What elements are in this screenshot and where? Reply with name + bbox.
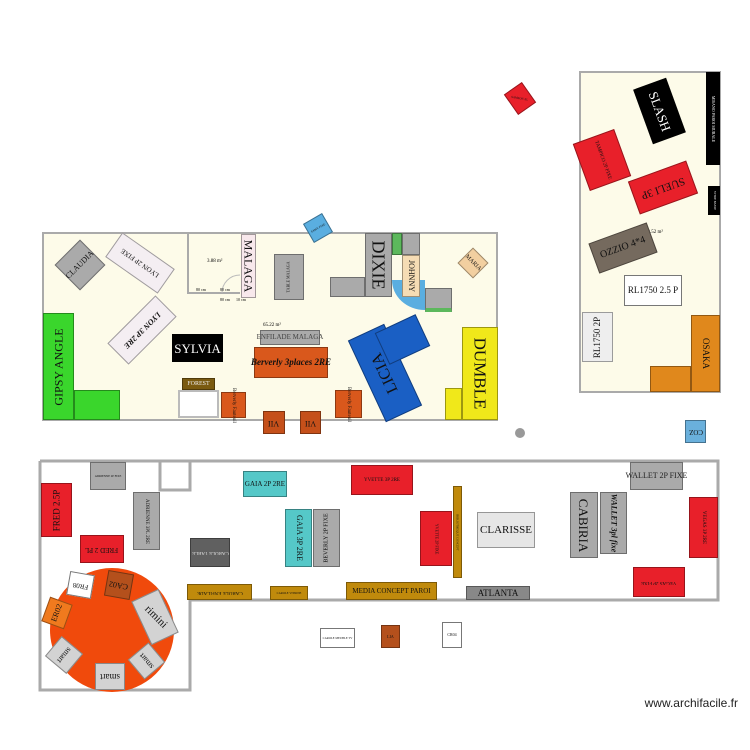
chair-cr04[interactable]: CR04 bbox=[442, 622, 462, 648]
sofa-wallet-3pl[interactable]: WALLET 3pl fixe bbox=[600, 492, 627, 554]
sofa-wallet-2p[interactable]: WALLET 2P FIXE bbox=[626, 462, 687, 490]
sofa-fred-2pl[interactable]: FRED 2 PL bbox=[80, 535, 124, 563]
enfilade-carole[interactable]: CAROLE ENFILADE bbox=[187, 584, 252, 600]
misano-wall[interactable]: MISANO PAROI MURALE bbox=[706, 72, 720, 165]
gray-block-2 bbox=[425, 288, 452, 312]
vitrine-carole[interactable]: CAROLE VITRINE bbox=[270, 586, 308, 600]
table-malaga[interactable]: TABLE MALAGA bbox=[274, 254, 304, 300]
sofa-dixie-ext bbox=[330, 277, 365, 297]
area-small: 3.88 m² bbox=[207, 259, 223, 264]
plant bbox=[515, 428, 525, 438]
sofa-gipsy-angle[interactable]: GIPSY ANGLE bbox=[43, 313, 74, 420]
dim: 80 cm bbox=[220, 287, 230, 292]
malaga[interactable]: MALAGA bbox=[241, 234, 256, 298]
sofa-dumble-ext bbox=[445, 388, 462, 420]
sofa-vegas-2p[interactable]: VEGAS 2P FIXE bbox=[633, 567, 685, 597]
chair-fr08[interactable]: FR08 bbox=[66, 571, 95, 599]
dim: 10 cm bbox=[236, 297, 246, 302]
sofa-yvette-2p[interactable]: YVETTE 2P FIXE bbox=[420, 511, 452, 566]
watermark[interactable]: www.archifacile.fr bbox=[644, 696, 738, 710]
sofa-gaia-3p[interactable]: GAIA 3P 2RE bbox=[285, 509, 312, 567]
sofa-cabiria[interactable]: CABIRIA bbox=[570, 492, 598, 558]
area-right: 58.52 m² bbox=[645, 230, 663, 235]
johnny[interactable]: JOHNNY bbox=[402, 255, 420, 297]
sofa-vegas-3p[interactable]: VEGAS 3P 2RE bbox=[689, 497, 718, 558]
sylvia[interactable]: SYLVIA bbox=[172, 334, 223, 362]
armchair-beverly-1[interactable]: Berverly Fauteuil bbox=[221, 387, 246, 423]
chair-ca02[interactable]: CA02 bbox=[103, 569, 135, 601]
sofa-rl1750-25p[interactable]: RL1750 2.5 P bbox=[624, 275, 682, 306]
enfilade-malaga[interactable]: ENFILADE MALAGA bbox=[257, 330, 323, 345]
sofa-osaka[interactable]: OSAKA bbox=[691, 315, 720, 392]
armchair-beverly-2[interactable]: Berverly Fauteuil bbox=[335, 386, 362, 422]
sofa-rl1750-2p[interactable]: RL1750 2P bbox=[582, 312, 613, 362]
sofa-beverly-2p[interactable]: BEVERLY 2P FIXE bbox=[313, 509, 340, 567]
forest-box bbox=[178, 390, 219, 418]
sofa-gipsy-angle-ext bbox=[74, 390, 120, 420]
chair-vii-1[interactable]: VII bbox=[263, 411, 285, 434]
table-carole[interactable]: CAROLE TABLE bbox=[190, 538, 230, 567]
green-strip bbox=[392, 233, 402, 255]
chair-smart-2[interactable]: smart bbox=[95, 663, 125, 690]
sofa-fred-25p[interactable]: FRED 2.5P bbox=[41, 483, 72, 537]
area-main: 65.22 m² bbox=[263, 323, 281, 328]
gray-block bbox=[402, 233, 420, 255]
atlanta[interactable]: ATLANTA bbox=[466, 586, 530, 600]
sofa-dixie[interactable]: DIXIE bbox=[365, 233, 392, 297]
coz[interactable]: COZ bbox=[685, 420, 706, 443]
sofa-beverly-3places[interactable]: Berverly 3places 2RE bbox=[251, 347, 331, 378]
dim: 80 cm bbox=[196, 287, 206, 292]
forest[interactable]: FOREST bbox=[182, 378, 215, 390]
sofa-yvette-3p[interactable]: YVETTE 3P 2RE bbox=[351, 465, 413, 495]
clarisse[interactable]: CLARISSE bbox=[477, 512, 535, 548]
sofa-osaka-ext bbox=[650, 366, 691, 392]
sofa-adrienne-3pl[interactable]: ADRIENNE 3PL 2RE bbox=[133, 492, 160, 550]
sofa-dumble[interactable]: DUMBLE bbox=[462, 327, 498, 420]
chair-vii-2[interactable]: VII bbox=[300, 411, 321, 434]
dim: 80 cm bbox=[220, 297, 230, 302]
meuble-tv-carole[interactable]: CAROLE MEUBLE TV bbox=[320, 628, 355, 648]
sofa-adrienne-2p[interactable]: ADRIENNE 2P FIXE bbox=[90, 462, 126, 490]
vitre-basse[interactable]: VITRE BASSE bbox=[708, 186, 720, 215]
sofa-gaia-2p[interactable]: GAIA 2P 2RE bbox=[243, 471, 287, 497]
bibliotheque[interactable]: BIBLIOTHEQUE CONCEPT bbox=[453, 486, 462, 578]
media-concept-paroi[interactable]: MEDIA CONCEPT PAROI bbox=[346, 582, 437, 600]
chair-lia[interactable]: LIA bbox=[381, 625, 400, 648]
